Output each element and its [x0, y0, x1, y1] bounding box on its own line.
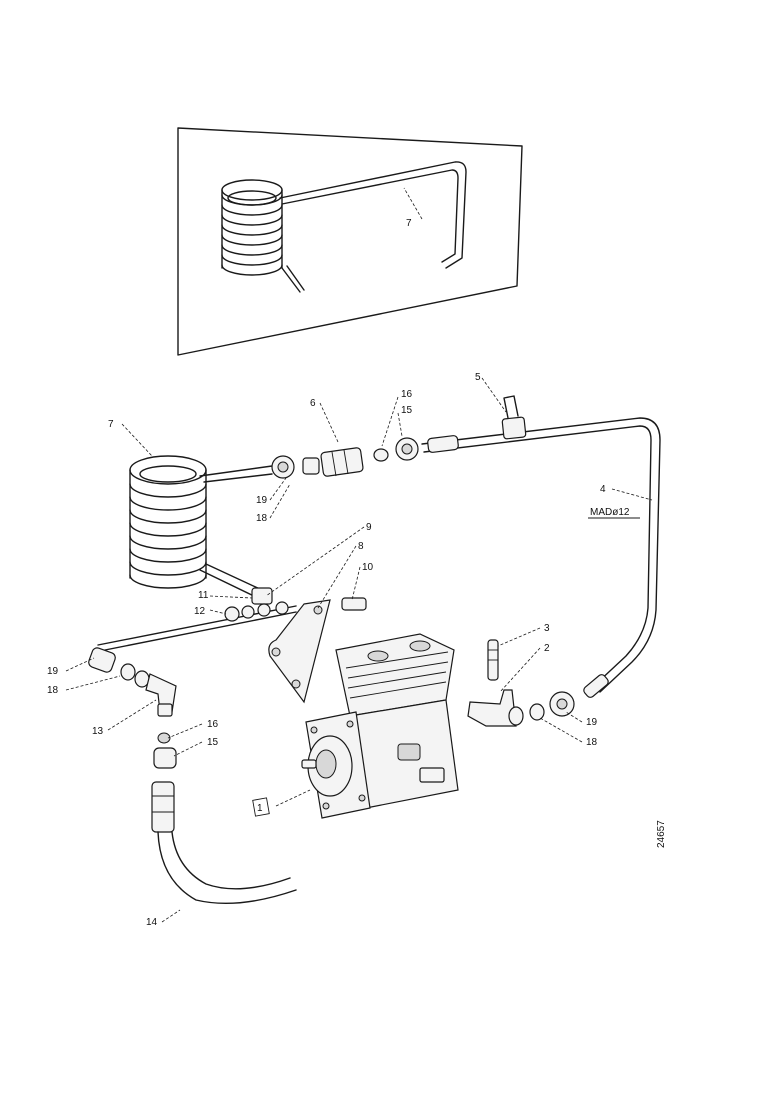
- callout-14: 14: [146, 917, 158, 928]
- callout-1: 1: [257, 803, 263, 814]
- bracket: [97, 599, 331, 704]
- callout-4-spec: MADø12: [590, 507, 630, 518]
- callout-15-left: 15: [207, 737, 219, 748]
- callout-16-left: 16: [207, 719, 219, 730]
- callout-18-right: 18: [586, 737, 598, 748]
- callout-19-top: 19: [256, 495, 268, 506]
- callout-4: 4: [600, 484, 606, 495]
- callout-15-top: 15: [401, 405, 413, 416]
- compressor: [301, 633, 459, 819]
- hose-assembly: [88, 647, 297, 905]
- callout-7-inset: 7: [406, 218, 412, 229]
- callout-labels: 7 7 6 5 16 15 4 MADø12 19 18 9 8 10 11 1…: [47, 218, 667, 928]
- callout-19-left: 19: [47, 666, 59, 677]
- callout-9: 9: [366, 522, 372, 533]
- callout-13: 13: [92, 726, 104, 737]
- callout-1-box: [252, 797, 270, 817]
- pipe-4: [421, 395, 661, 698]
- upper-fittings: [271, 437, 419, 479]
- callout-12: 12: [194, 606, 206, 617]
- leader-lines: [65, 377, 653, 923]
- callout-16-top: 16: [401, 389, 413, 400]
- callout-6: 6: [310, 398, 316, 409]
- callout-18-top: 18: [256, 513, 268, 524]
- outlet-fittings: [467, 639, 575, 727]
- callout-2: 2: [544, 643, 550, 654]
- callout-10: 10: [362, 562, 374, 573]
- callout-19-right: 19: [586, 717, 598, 728]
- clamp-fittings: [224, 587, 367, 622]
- callout-8: 8: [358, 541, 364, 552]
- callout-11: 11: [198, 590, 209, 601]
- callout-7: 7: [108, 419, 114, 430]
- inset-panel: [177, 127, 523, 356]
- callout-18-left: 18: [47, 685, 59, 696]
- callout-3: 3: [544, 623, 550, 634]
- callout-5: 5: [475, 372, 481, 383]
- inset-coil: [221, 179, 305, 293]
- drawing-number: 24657: [656, 820, 667, 848]
- cooling-coil: [129, 455, 273, 599]
